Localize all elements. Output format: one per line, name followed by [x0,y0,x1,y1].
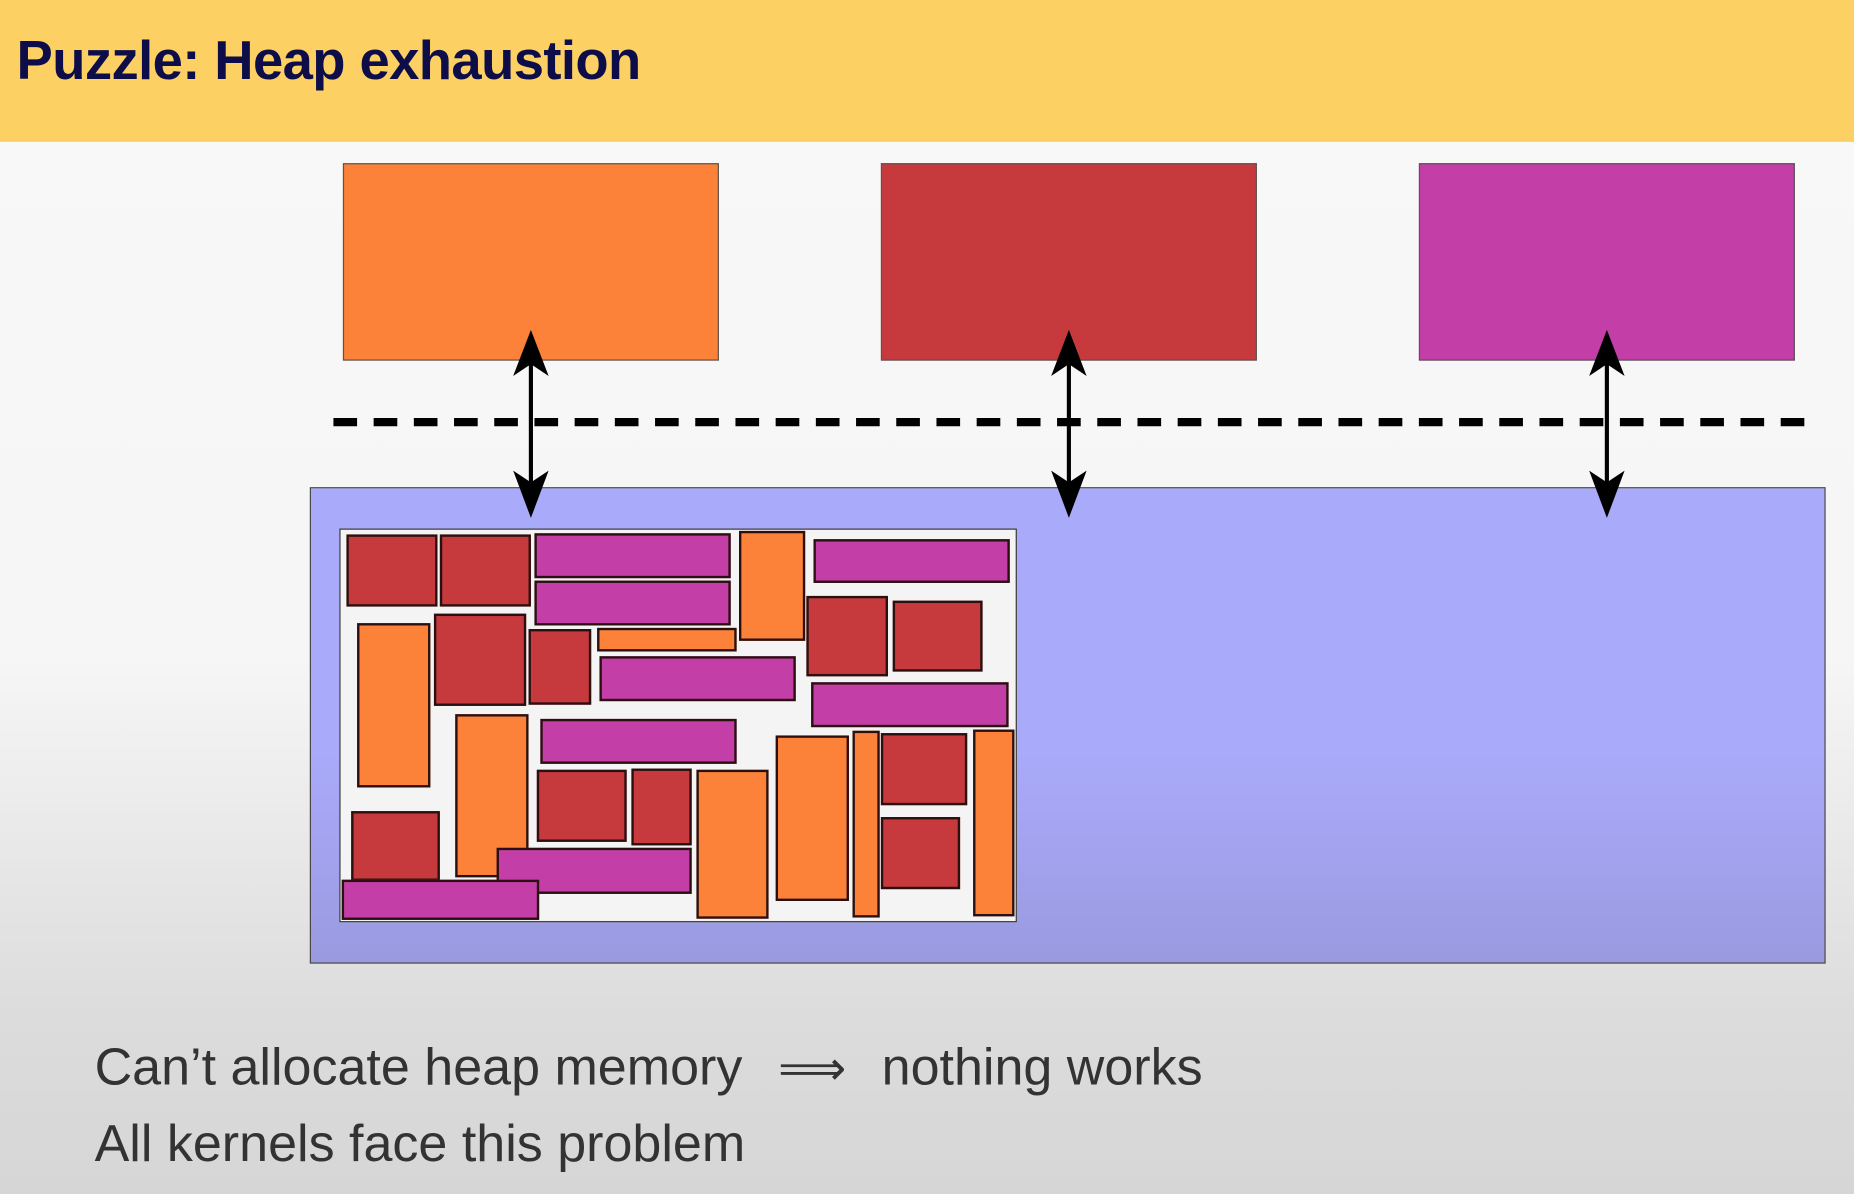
heap-block-orange [357,623,431,788]
arrowhead-icon [1051,329,1087,377]
heap-block-orange [973,729,1015,917]
heap-block-red [346,534,438,607]
heap-block-red [439,534,531,607]
heap-block-magenta [534,533,731,579]
arrowhead-icon [1589,470,1625,518]
heap-block-red [892,600,983,672]
heap-block-magenta [599,656,796,702]
heap-block-magenta [341,879,540,920]
caption-line-2: All kernels face this problem [94,1115,746,1173]
heap-block-red [351,811,440,881]
heap-block-red [880,733,968,806]
heap-block-red [806,595,888,677]
heap-block-red [528,629,592,705]
heap-block-magenta [540,718,737,764]
caption-line-1: Can’t allocate heap memory ⟹ nothing wor… [95,1038,1203,1097]
heap-block-orange [775,735,849,901]
caption-right: nothing works [881,1038,1203,1097]
arrowhead-icon [513,329,549,377]
heap-block-magenta [813,539,1010,583]
heap-block-magenta [534,580,731,626]
heap-block-orange [696,769,769,919]
heap-block-orange [739,530,806,641]
heap-block-magenta [811,682,1009,728]
heap-block-red [433,613,527,706]
title-bar: Puzzle: Heap exhaustion [0,0,1854,142]
arrowhead-icon [1589,329,1625,377]
arrowhead-icon [513,470,549,518]
double-arrow-icon [513,329,1625,518]
arrowhead-icon [1051,470,1087,518]
implies-icon: ⟹ [778,1042,846,1095]
heap-block-orange [597,627,737,652]
page-orange [342,163,719,361]
heap-block-orange [852,730,880,918]
page-magenta [1418,163,1795,361]
heap-block-red [880,817,961,890]
page-red [880,163,1257,361]
caption-left: Can’t allocate heap memory [94,1038,743,1097]
slide-title: Puzzle: Heap exhaustion [16,29,642,92]
heap-block-red [536,769,627,842]
heap-block-red [631,768,692,846]
